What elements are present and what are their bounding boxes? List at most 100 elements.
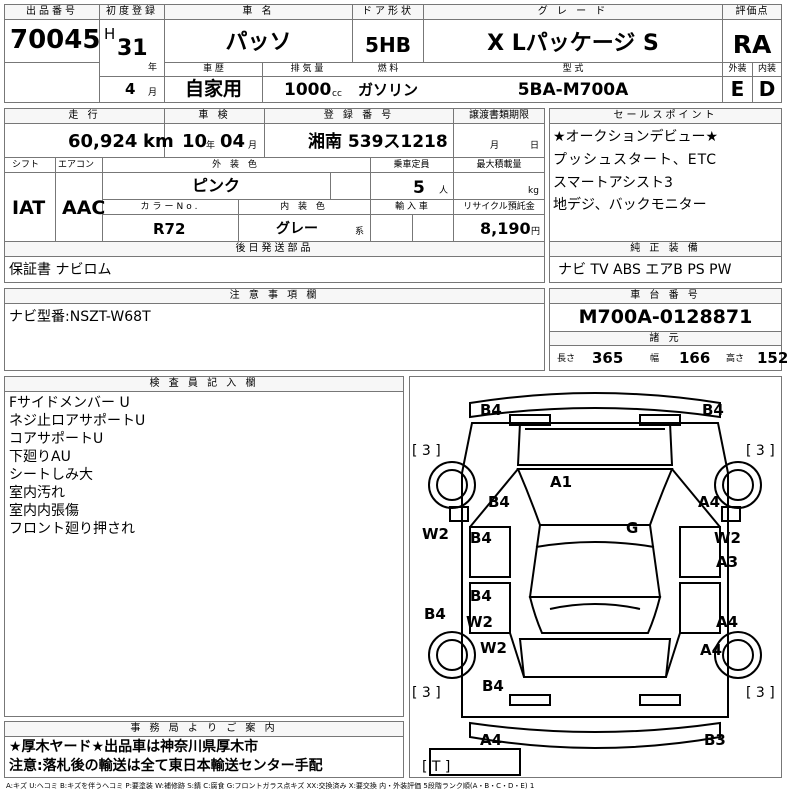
mark-w2-left-2: W2 — [466, 613, 493, 631]
car-name: パッソ — [225, 30, 292, 55]
length: 365 — [592, 349, 624, 367]
tire-rear-left: [ 3 ] — [412, 685, 441, 701]
inspector-label: 検 査 員 記 入 欄 — [5, 377, 403, 392]
inspector-block — [4, 376, 404, 717]
lot-label: 出品番号 — [5, 5, 99, 20]
legend: A:キズ U:ヘコミ B:キズを伴うヘコミ P:要塗装 W:補修跡 S:錆 C:… — [6, 782, 535, 790]
inspector-line-5: シートしみ大 — [9, 467, 93, 483]
interior-label: 内 装 色 — [280, 202, 328, 212]
recycle-unit: 円 — [531, 227, 541, 237]
door-label: ドア形状 — [353, 5, 423, 20]
plate-label: 登 録 番 号 — [265, 109, 453, 124]
transfer-day-unit: 日 — [530, 141, 540, 151]
reg-month-unit: 月 — [148, 88, 158, 98]
lot-number: 70045 — [10, 25, 101, 55]
later-parts-block — [4, 241, 545, 283]
mark-a4-right-3: A4 — [700, 641, 722, 659]
mark-a4-front-right: A4 — [698, 493, 720, 511]
recycle-fee: 8,190 — [480, 219, 531, 238]
equipment: ナビ TV ABS エアB PS PW — [558, 262, 732, 278]
door-type: 5HB — [365, 33, 411, 57]
recycle-label: リサイクル預託金 — [463, 202, 535, 212]
name-label: 車 名 — [165, 5, 352, 20]
mark-b4-rear: B4 — [482, 677, 504, 695]
interior-unit: 系 — [355, 227, 365, 237]
inspection-month-unit: 月 — [248, 141, 258, 151]
notes: ナビ型番:NSZT-W68T — [9, 309, 151, 325]
inspector-line-1: Fサイドメンバー U — [9, 395, 130, 411]
fuel: ガソリン — [357, 81, 418, 99]
inspector-line-8: フロント廻り押され — [9, 521, 135, 537]
length-label: 長さ — [557, 354, 576, 364]
mark-w2-right: W2 — [714, 529, 741, 547]
mark-a4-right-2: A4 — [716, 613, 738, 631]
grade: X Lパッケージ S — [487, 31, 659, 56]
spec-block — [4, 108, 545, 242]
mark-b4-hood: B4 — [488, 493, 510, 511]
inspector-line-6: 室内汚れ — [9, 485, 65, 501]
score-label: 評価点 — [723, 5, 781, 20]
reg-year: 31 — [117, 36, 148, 61]
tire-rear-right: [ 3 ] — [746, 685, 775, 701]
inspector-line-7: 室内内張傷 — [9, 503, 79, 519]
int-score: D — [758, 77, 776, 101]
score: RA — [732, 30, 772, 59]
later-parts: 保証書 ナビロム — [9, 262, 112, 278]
width: 166 — [679, 349, 711, 367]
color-number: R72 — [153, 220, 186, 238]
ext-score: E — [730, 77, 745, 101]
color-label: 外 装 色 — [212, 160, 260, 170]
interior-color: グレー — [276, 221, 318, 237]
equipment-label: 純 正 装 備 — [550, 242, 781, 257]
mark-b4-front-right: B4 — [702, 401, 724, 419]
mark-a4-rear-left: A4 — [480, 731, 502, 749]
model-label: 型 式 — [562, 64, 584, 74]
mark-w2-left: W2 — [422, 525, 449, 543]
int-label: 内装 — [757, 64, 776, 74]
mark-b4-left-door: B4 — [470, 529, 492, 547]
mark-g-glass: G — [626, 519, 638, 537]
inspection-year-unit: 年 — [206, 141, 216, 151]
era: H — [104, 25, 116, 43]
height: 152 — [757, 349, 789, 367]
mark-b3-rear-right: B3 — [704, 731, 726, 749]
mileage: 60,924 — [68, 131, 138, 152]
exterior-color: ピンク — [191, 176, 240, 195]
displacement: 1000 — [284, 80, 332, 100]
load-unit: kg — [528, 186, 539, 196]
sales-line-3: スマートアシスト3 — [553, 175, 673, 191]
transfer-label: 譲渡書類期限 — [454, 109, 544, 124]
mileage-label: 走 行 — [5, 109, 164, 124]
inspection-year: 10 — [182, 131, 208, 152]
model: 5BA-M700A — [517, 80, 629, 100]
colorno-label: カラーNo. — [140, 202, 201, 212]
mileage-unit: km — [143, 131, 174, 152]
shift-label: シフト — [12, 160, 40, 170]
capacity: 5 — [413, 178, 425, 198]
width-label: 幅 — [650, 354, 660, 364]
header-block — [4, 4, 782, 103]
sales-line-1: ★オークションデビュー★ — [553, 129, 719, 145]
tire-front-right: [ 3 ] — [746, 443, 775, 459]
car-diagram: B4 B4 A1 B4 A4 G W2 B4 W2 A3 B4 B4 W2 A4… — [409, 376, 782, 778]
inspector-line-4: 下廻りAU — [9, 449, 71, 465]
plate: 湘南 539ス1218 — [308, 132, 448, 152]
chassis-label: 車 台 番 号 — [550, 289, 781, 304]
inspection-month: 04 — [220, 131, 246, 152]
transfer-month-unit: 月 — [490, 141, 500, 151]
notes-block — [4, 288, 545, 371]
shift: IAT — [12, 197, 46, 219]
reg-year-unit: 年 — [148, 63, 158, 73]
later-parts-label: 後日発送部品 — [5, 242, 544, 257]
office-line-2: 注意:落札後の輸送は全て東日本輸送センター手配 — [9, 758, 323, 774]
displacement-unit: cc — [332, 89, 342, 99]
sales-points-label: セールスポイント — [550, 109, 781, 124]
mark-b4-left-side: B4 — [424, 605, 446, 623]
notes-label: 注 意 事 項 欄 — [5, 289, 544, 304]
capacity-label: 乗車定員 — [393, 160, 430, 170]
car-diagram-svg: B4 B4 A1 B4 A4 G W2 B4 W2 A3 B4 B4 W2 A4… — [412, 392, 775, 776]
capacity-unit: 人 — [439, 186, 449, 196]
chassis-block — [549, 288, 782, 371]
mark-a3-right: A3 — [716, 553, 738, 571]
ac: AAC — [62, 197, 106, 219]
